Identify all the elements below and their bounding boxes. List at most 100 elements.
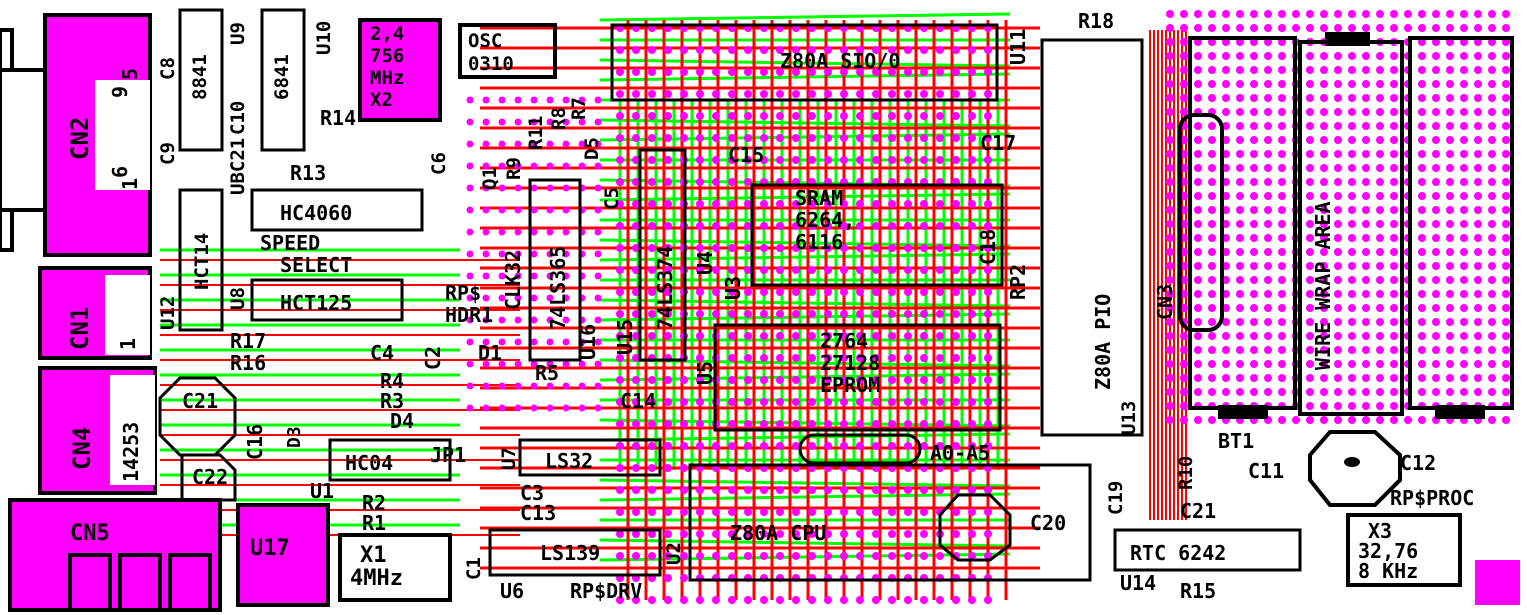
pad: [1376, 192, 1384, 200]
pad: [952, 156, 960, 164]
pad: [1334, 136, 1342, 144]
pad: [498, 360, 506, 368]
pad: [1376, 388, 1384, 396]
chip-u15: 74LS374 U15: [613, 148, 687, 362]
pad: [680, 552, 688, 560]
pad: [1250, 122, 1258, 130]
pad: [1166, 10, 1174, 18]
pad: [1222, 10, 1230, 18]
pad: [1488, 220, 1496, 228]
pad: [498, 272, 506, 280]
c22-label: C22: [192, 465, 228, 489]
pad: [1334, 192, 1342, 200]
pad: [792, 134, 800, 142]
pad: [466, 162, 474, 170]
pad: [1376, 80, 1384, 88]
pad: [562, 404, 570, 412]
pad: [840, 596, 848, 604]
pad: [744, 310, 752, 318]
pad: [482, 206, 490, 214]
pad: [1418, 206, 1426, 214]
x2-line1: 2,4: [370, 23, 404, 45]
pad: [1320, 416, 1328, 424]
pad: [1502, 164, 1510, 172]
pad: [856, 420, 864, 428]
pad: [968, 420, 976, 428]
pad: [616, 46, 624, 54]
pad: [840, 354, 848, 362]
pad: [1390, 108, 1398, 116]
pad: [1166, 178, 1174, 186]
pad: [1488, 234, 1496, 242]
pad: [664, 134, 672, 142]
pad: [616, 376, 624, 384]
chip-rtc: RTC 6242: [1113, 528, 1302, 572]
pad: [632, 112, 640, 120]
pad: [888, 112, 896, 120]
pad: [1334, 388, 1342, 396]
pad: [1404, 10, 1412, 18]
pad: [1180, 94, 1188, 102]
pad: [808, 134, 816, 142]
c3-label: C3: [520, 481, 544, 505]
pad: [1460, 360, 1468, 368]
pad: [824, 222, 832, 230]
u2-label: U2: [663, 542, 685, 565]
pad: [482, 404, 490, 412]
pad: [1376, 220, 1384, 228]
pad: [1460, 192, 1468, 200]
cn1-pin-1: 1: [116, 338, 140, 350]
pad: [466, 184, 474, 192]
pad: [1334, 262, 1342, 270]
pad: [904, 508, 912, 516]
pad: [578, 118, 586, 126]
pad: [1474, 52, 1482, 60]
pad: [824, 420, 832, 428]
pad: [1208, 332, 1216, 340]
pad: [1502, 192, 1510, 200]
pad: [872, 68, 880, 76]
pad: [1264, 80, 1272, 88]
pad: [760, 112, 768, 120]
pad: [632, 178, 640, 186]
pad: [530, 338, 538, 346]
pad: [1390, 136, 1398, 144]
pad: [792, 222, 800, 230]
pad: [936, 486, 944, 494]
pad: [984, 508, 992, 516]
pad: [1460, 150, 1468, 158]
clk32-label: CLK32: [501, 250, 525, 310]
pad: [1390, 220, 1398, 228]
pad: [1432, 136, 1440, 144]
pad: [498, 294, 506, 302]
pad: [1390, 276, 1398, 284]
pad: [1418, 94, 1426, 102]
pad: [1488, 248, 1496, 256]
pad: [1166, 360, 1174, 368]
trace: [599, 192, 1011, 202]
rtc-label: RTC 6242: [1130, 541, 1226, 565]
pad: [968, 68, 976, 76]
pad: [984, 310, 992, 318]
pad: [728, 596, 736, 604]
pad: [546, 272, 554, 280]
pad: [616, 596, 624, 604]
pad: [968, 266, 976, 274]
pad: [594, 272, 602, 280]
pad: [1362, 52, 1370, 60]
pad: [514, 338, 522, 346]
pad: [1376, 206, 1384, 214]
pad: [1306, 66, 1314, 74]
pad: [466, 250, 474, 258]
pad: [1460, 276, 1468, 284]
pad: [1320, 136, 1328, 144]
pad: [1320, 206, 1328, 214]
pad: [1432, 94, 1440, 102]
pad: [1320, 374, 1328, 382]
pad: [1166, 122, 1174, 130]
pad: [1432, 374, 1440, 382]
x3-label: X3: [1368, 519, 1392, 543]
pad: [984, 288, 992, 296]
pad: [482, 140, 490, 148]
c19-label: C19: [1105, 481, 1127, 515]
